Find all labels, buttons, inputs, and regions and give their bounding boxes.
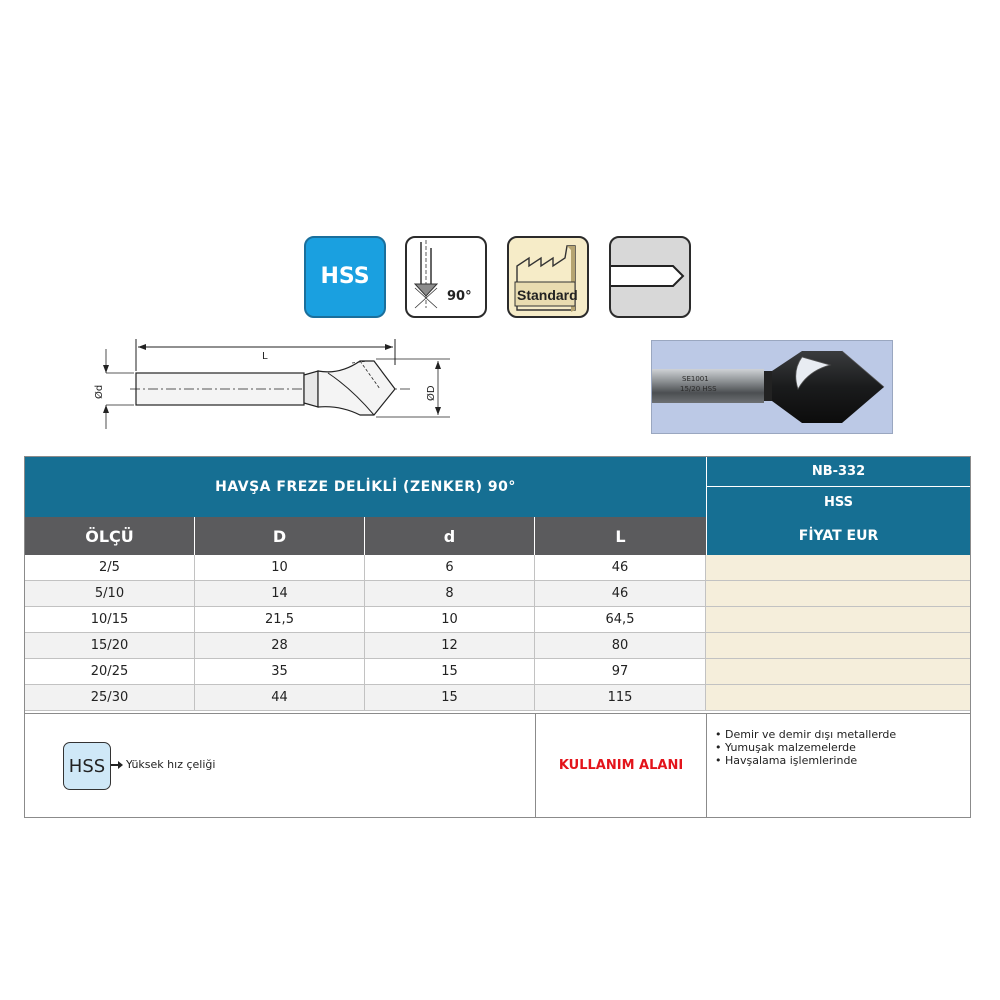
product-code: NB-332: [706, 457, 970, 487]
table-row: 25/30 44 15 115: [25, 685, 970, 711]
column-header-size: ÖLÇÜ: [25, 517, 195, 555]
table-row: 15/20 28 12 80: [25, 633, 970, 659]
table-row: 2/5 10 6 46: [25, 555, 970, 581]
price-cell: [706, 607, 970, 632]
product-material: HSS: [706, 487, 970, 517]
90-degree-angle-icon: 90°: [405, 236, 487, 318]
table-row: 10/15 21,5 10 64,5: [25, 607, 970, 633]
usage-list: Demir ve demir dışı metallerde Yumuşak m…: [715, 728, 896, 767]
table-row: 20/25 35 15 97: [25, 659, 970, 685]
price-cell: [706, 659, 970, 684]
photo-engraving-bottom: 15/20 HSS: [680, 385, 717, 393]
hss-legend-text: Yüksek hız çeliği: [126, 758, 216, 771]
price-cell: [706, 633, 970, 658]
hss-badge-label: HSS: [320, 264, 370, 289]
D-cell: 10: [195, 555, 365, 580]
L-cell: 97: [535, 659, 706, 684]
d-cell: 12: [365, 633, 535, 658]
L-cell: 115: [535, 685, 706, 710]
price-cell: [706, 685, 970, 710]
d-cell: 15: [365, 659, 535, 684]
product-photo: SE1001 15/20 HSS: [651, 340, 893, 434]
column-header-price: FİYAT EUR: [706, 517, 970, 555]
column-header-D: D: [195, 517, 365, 555]
size-cell: 15/20: [25, 633, 195, 658]
d-cell: 8: [365, 581, 535, 606]
d-cell: 6: [365, 555, 535, 580]
legend-section: HSS Yüksek hız çeliği: [25, 713, 535, 817]
standard-factory-icon: Standard: [507, 236, 589, 318]
size-cell: 25/30: [25, 685, 195, 710]
shank-diameter-label: Ød: [93, 385, 105, 399]
standard-badge-label: Standard: [517, 287, 578, 303]
D-cell: 21,5: [195, 607, 365, 632]
column-header-d: d: [365, 517, 535, 555]
D-cell: 14: [195, 581, 365, 606]
D-cell: 35: [195, 659, 365, 684]
usage-title: KULLANIM ALANI: [535, 713, 706, 817]
column-header-L: L: [535, 517, 706, 555]
size-cell: 5/10: [25, 581, 195, 606]
L-cell: 80: [535, 633, 706, 658]
size-cell: 2/5: [25, 555, 195, 580]
price-cell: [706, 581, 970, 606]
photo-engraving-top: SE1001: [682, 375, 709, 383]
product-table: HAVŞA FREZE DELİKLİ (ZENKER) 90° NB-332 …: [24, 456, 971, 818]
product-title: HAVŞA FREZE DELİKLİ (ZENKER) 90°: [25, 457, 706, 517]
table-row: 5/10 14 8 46: [25, 581, 970, 607]
D-cell: 44: [195, 685, 365, 710]
usage-item: Havşalama işlemlerinde: [715, 754, 896, 767]
D-cell: 28: [195, 633, 365, 658]
angle-badge-label: 90°: [447, 289, 472, 304]
hss-material-icon: HSS: [304, 236, 386, 318]
size-cell: 10/15: [25, 607, 195, 632]
price-cell: [706, 555, 970, 580]
hss-legend-icon: HSS: [63, 742, 111, 790]
d-cell: 10: [365, 607, 535, 632]
countersink-technical-drawing: L Ød ØD: [90, 335, 450, 435]
L-cell: 64,5: [535, 607, 706, 632]
size-cell: 20/25: [25, 659, 195, 684]
cylindrical-shank-icon: [609, 236, 691, 318]
d-cell: 15: [365, 685, 535, 710]
head-diameter-label: ØD: [425, 385, 437, 401]
hss-legend-label: HSS: [68, 755, 106, 777]
L-cell: 46: [535, 555, 706, 580]
arrow-right-icon: [111, 761, 123, 769]
usage-list-section: Demir ve demir dışı metallerde Yumuşak m…: [706, 713, 970, 817]
usage-item: Demir ve demir dışı metallerde: [715, 728, 896, 741]
usage-item: Yumuşak malzemelerde: [715, 741, 896, 754]
L-cell: 46: [535, 581, 706, 606]
length-dimension-label: L: [262, 351, 268, 362]
